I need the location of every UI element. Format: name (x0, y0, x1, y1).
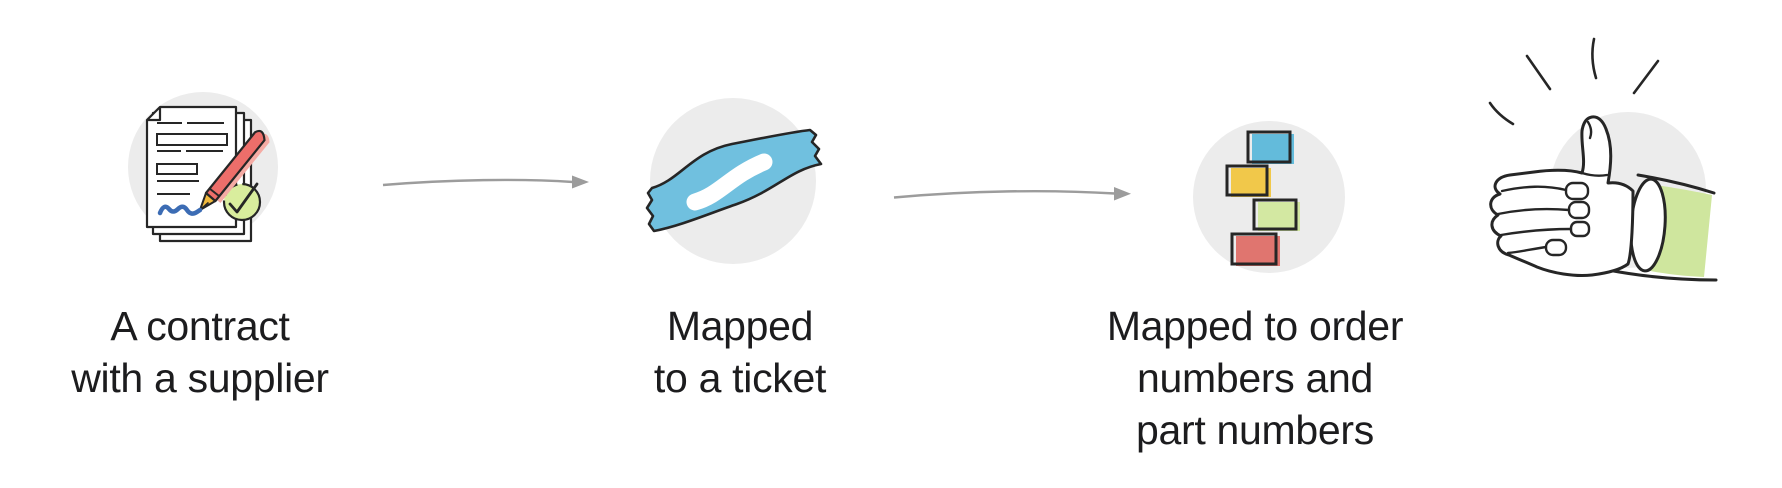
arrow-head (572, 175, 589, 189)
thumbs-up-icon (1488, 37, 1718, 282)
hand (1489, 115, 1635, 277)
sleeve-outline (1606, 173, 1718, 282)
pen-band-line (208, 187, 220, 197)
signature-scribble (157, 204, 203, 216)
label-line: Mapped (666, 303, 814, 349)
label-line: numbers and (1136, 355, 1373, 401)
emphasis-rays (1488, 37, 1660, 126)
ticket-ribbon-icon (645, 98, 823, 264)
block-yellow (1225, 164, 1271, 197)
label-line: to a ticket (653, 355, 827, 401)
label-line: A contract (110, 303, 290, 349)
fountain-pen-icon (199, 129, 266, 211)
step-label-order-part-numbers: Mapped to order numbers and part numbers (1055, 300, 1455, 456)
ribbon-highlight-stripe (686, 153, 773, 211)
label-line: Mapped to order (1106, 303, 1404, 349)
arrow-line (893, 189, 1116, 199)
label-line: part numbers (1136, 407, 1374, 453)
block-green (1252, 198, 1300, 231)
block-red (1230, 232, 1280, 266)
label-line: with a supplier (71, 355, 329, 401)
arrow-line (382, 178, 574, 187)
check-mark-icon (228, 182, 259, 214)
stacked-blocks-icon (1193, 121, 1345, 273)
step-label-ticket: Mapped to a ticket (540, 300, 940, 404)
pen-body (204, 129, 266, 203)
finger-creases (1496, 120, 1609, 255)
flow-arrow-1 (382, 175, 589, 189)
paper-folded-corner (147, 107, 162, 122)
flow-arrow-2 (893, 187, 1131, 201)
contract-text-lines (156, 122, 228, 195)
step-label-contract: A contract with a supplier (0, 300, 400, 404)
signed-contract-icon (128, 92, 278, 243)
arrow-head (1114, 187, 1131, 201)
block-blue (1246, 130, 1294, 164)
